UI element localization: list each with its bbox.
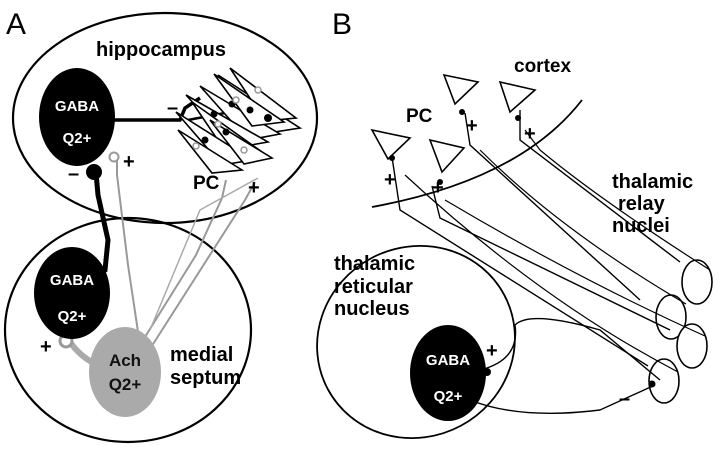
ach-terminal-hippo [108,151,120,163]
reticular-input-axon [479,317,661,381]
sign-ach-to-gaba: + [40,336,52,358]
gaba-cell-septum [34,247,110,339]
gaba-synapse-dot [201,136,209,144]
medial-septum-label-1: medial [170,344,233,366]
gaba-cell-hippocampus [39,68,115,166]
sign-gaba-to-pc: – [167,97,178,119]
ach-synapse-dot [240,146,248,154]
gaba-septum-q2-label: Q2+ [58,308,87,325]
gaba-terminal [86,164,102,180]
ach-projection-line [139,179,227,346]
thalamo-cortical-axon [524,129,711,271]
reticular-output-axon [469,384,656,415]
ach-synapse-dot [214,120,222,128]
pc-triangle [177,129,245,174]
pc-label-a: PC [193,173,220,194]
pc-axon-dot [437,179,443,185]
pc-label-b: PC [406,106,433,127]
pyramidal-cells-hippocampus [175,67,303,174]
gaba-cell-reticular [410,325,486,421]
reticular-label-2: reticular [334,276,413,298]
pc-axon-dot [389,155,395,161]
reticular-label-3: nucleus [334,298,410,320]
ach-synapse-dot [254,86,262,94]
pc-axon-dot [515,115,521,121]
sign-gaba-terminal: – [68,163,79,185]
medial-septum-outline [3,216,253,444]
cortico-thalamic-axon [391,156,649,367]
gaba-hippo-q2-label: Q2+ [63,130,92,147]
pc-synapses [192,86,272,154]
cortico-thalamic-axon [431,185,671,331]
gaba-reticular-q2-label: Q2+ [434,388,463,405]
ach-to-pc-line [147,181,256,353]
ach-cell-septum [89,327,161,417]
gaba-hippo-label: GABA [55,98,99,115]
relay-nucleus-cell [681,259,713,305]
gaba-synapse-dot [210,110,218,118]
thalamo-cortical-axon [444,199,706,337]
gaba-synapse-dot [222,128,230,136]
ach-label: Ach [109,351,141,370]
hippocampus-label: hippocampus [96,39,226,61]
medial-septum-label-2: septum [170,367,241,389]
pc-to-septum-line [149,177,259,331]
relay-nucleus-cell [676,323,708,369]
pc-cortex-cell [498,80,537,114]
thalamo-cortical-axon [404,174,679,373]
pc-cortex-cell [442,73,480,106]
sign-pc1: + [466,115,478,137]
sign-pc4: + [432,177,444,199]
thalamic-relay-label-1: thalamic [612,171,693,193]
relay-nucleus-cell [648,358,680,404]
pc-triangle [175,111,255,166]
sign-pc3: + [384,169,396,191]
pc-cortex-cell [428,138,466,174]
pc-axon-dot [459,109,465,115]
thalamo-cortical-axon [479,149,687,305]
sign-reticular-input: + [486,340,498,362]
sign-pc-to-septum: + [248,177,260,199]
ach-to-gaba-line [116,160,141,346]
panel-a: A GABA Q2+ [3,8,319,444]
panel-b: B GABA Q2+ [316,8,713,440]
sign-reticular-output: – [619,388,630,410]
cortico-thalamic-axon [464,112,641,301]
gaba-synapse-dot [246,106,254,114]
pc-cortex-cell [370,128,412,161]
gaba-septum-label: GABA [50,272,94,289]
ach-q2-label: Q2+ [109,375,142,394]
thalamic-relay-label-3: nuclei [612,215,670,237]
reticular-label-1: thalamic [334,253,415,275]
ach-synapse-dot [192,142,200,150]
ach-synapse-dot [232,96,240,104]
gaba-synapse-dot [264,114,272,122]
cortex-label: cortex [514,56,571,77]
reticular-nucleus-outline [316,244,516,440]
cortex-boundary [371,99,583,208]
sign-pc2: + [524,123,536,145]
reticular-output-synapse [648,380,656,388]
panel-a-letter: A [6,8,26,41]
thalamic-relay-label-2: relay [618,193,666,215]
gaba-reticular-label: GABA [426,352,470,369]
panel-b-letter: B [332,8,352,41]
sign-ach-terminal: + [123,151,135,173]
